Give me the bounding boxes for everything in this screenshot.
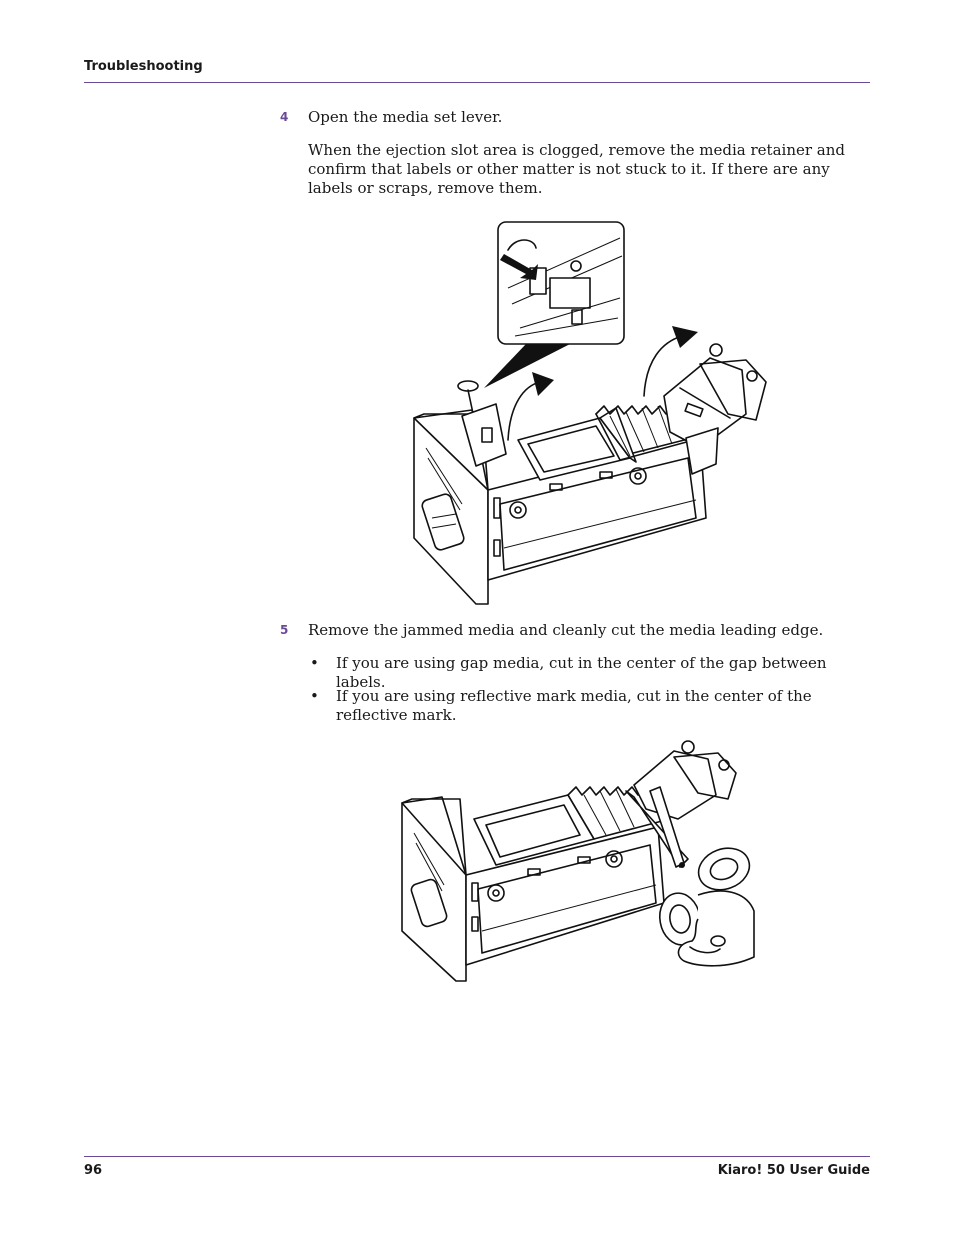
step-note: When the ejection slot area is clogged, … [308,141,846,197]
bullet-symbol: • [310,687,319,705]
step-number: 5 [280,623,289,637]
footer-rule [84,1156,870,1157]
cutting-media-illustration [398,735,758,989]
bullet-item: If you are using reflective mark media, … [336,687,812,724]
step-text: Remove the jammed media and cleanly cut … [308,621,824,639]
bullet-item: If you are using gap media, cut in the c… [336,654,827,691]
bullet-symbol: • [310,654,319,672]
section-title: Troubleshooting [84,59,203,74]
header-rule [84,82,870,83]
guide-title: Kiaro! 50 User Guide [717,1163,870,1178]
page-number: 96 [84,1163,103,1178]
printer-open-lever-illustration [400,218,780,614]
step-number: 4 [280,110,289,124]
step-text: Open the media set lever. [308,108,503,126]
